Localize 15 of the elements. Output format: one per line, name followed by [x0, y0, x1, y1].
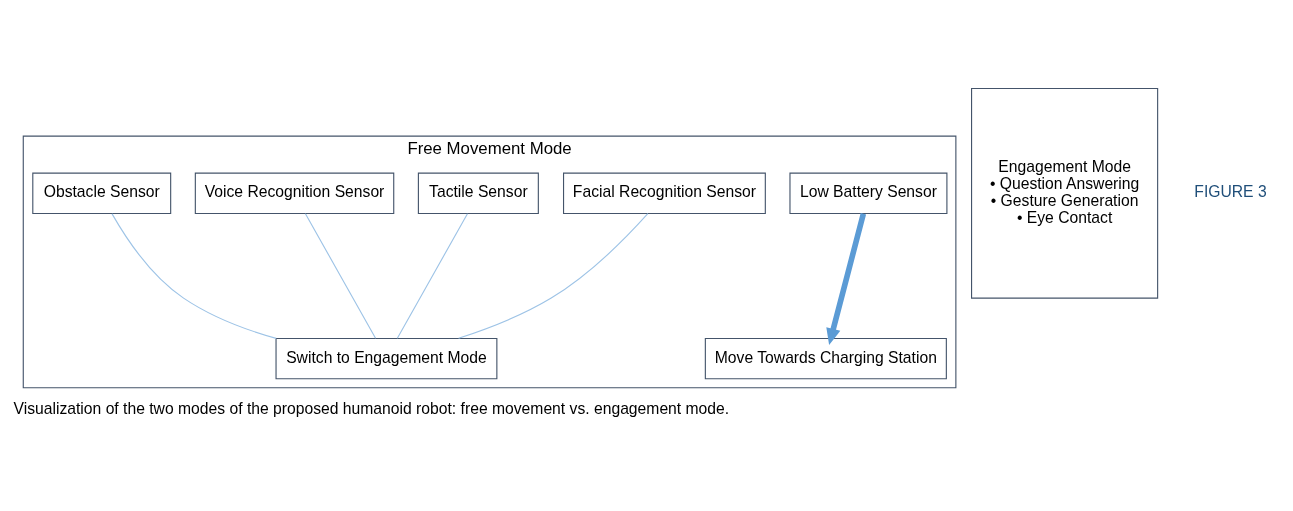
- connector: [458, 213, 649, 339]
- node-box: Low Battery Sensor: [789, 172, 948, 215]
- node-box: Move Towards Charging Station: [704, 337, 947, 380]
- node-box: Facial Recognition Sensor: [563, 172, 766, 215]
- connector: [111, 213, 277, 339]
- node-box: Obstacle Sensor: [32, 172, 172, 215]
- node-box: Tactile Sensor: [417, 172, 539, 215]
- node-box: Switch to Engagement Mode: [275, 337, 498, 380]
- connector: [396, 213, 468, 339]
- caption: Visualization of the two modes of the proposed humanoid robot: free movement vs. engagement mode.: [13, 399, 730, 417]
- connector: [304, 213, 377, 339]
- node-box: Voice Recognition Sensor: [194, 172, 395, 215]
- arrow: [826, 213, 867, 345]
- label: FIGURE 3: [1194, 183, 1267, 201]
- node-box: Engagement Mode • Question Answering • Gesture Generation • Eye Contact: [971, 87, 1159, 299]
